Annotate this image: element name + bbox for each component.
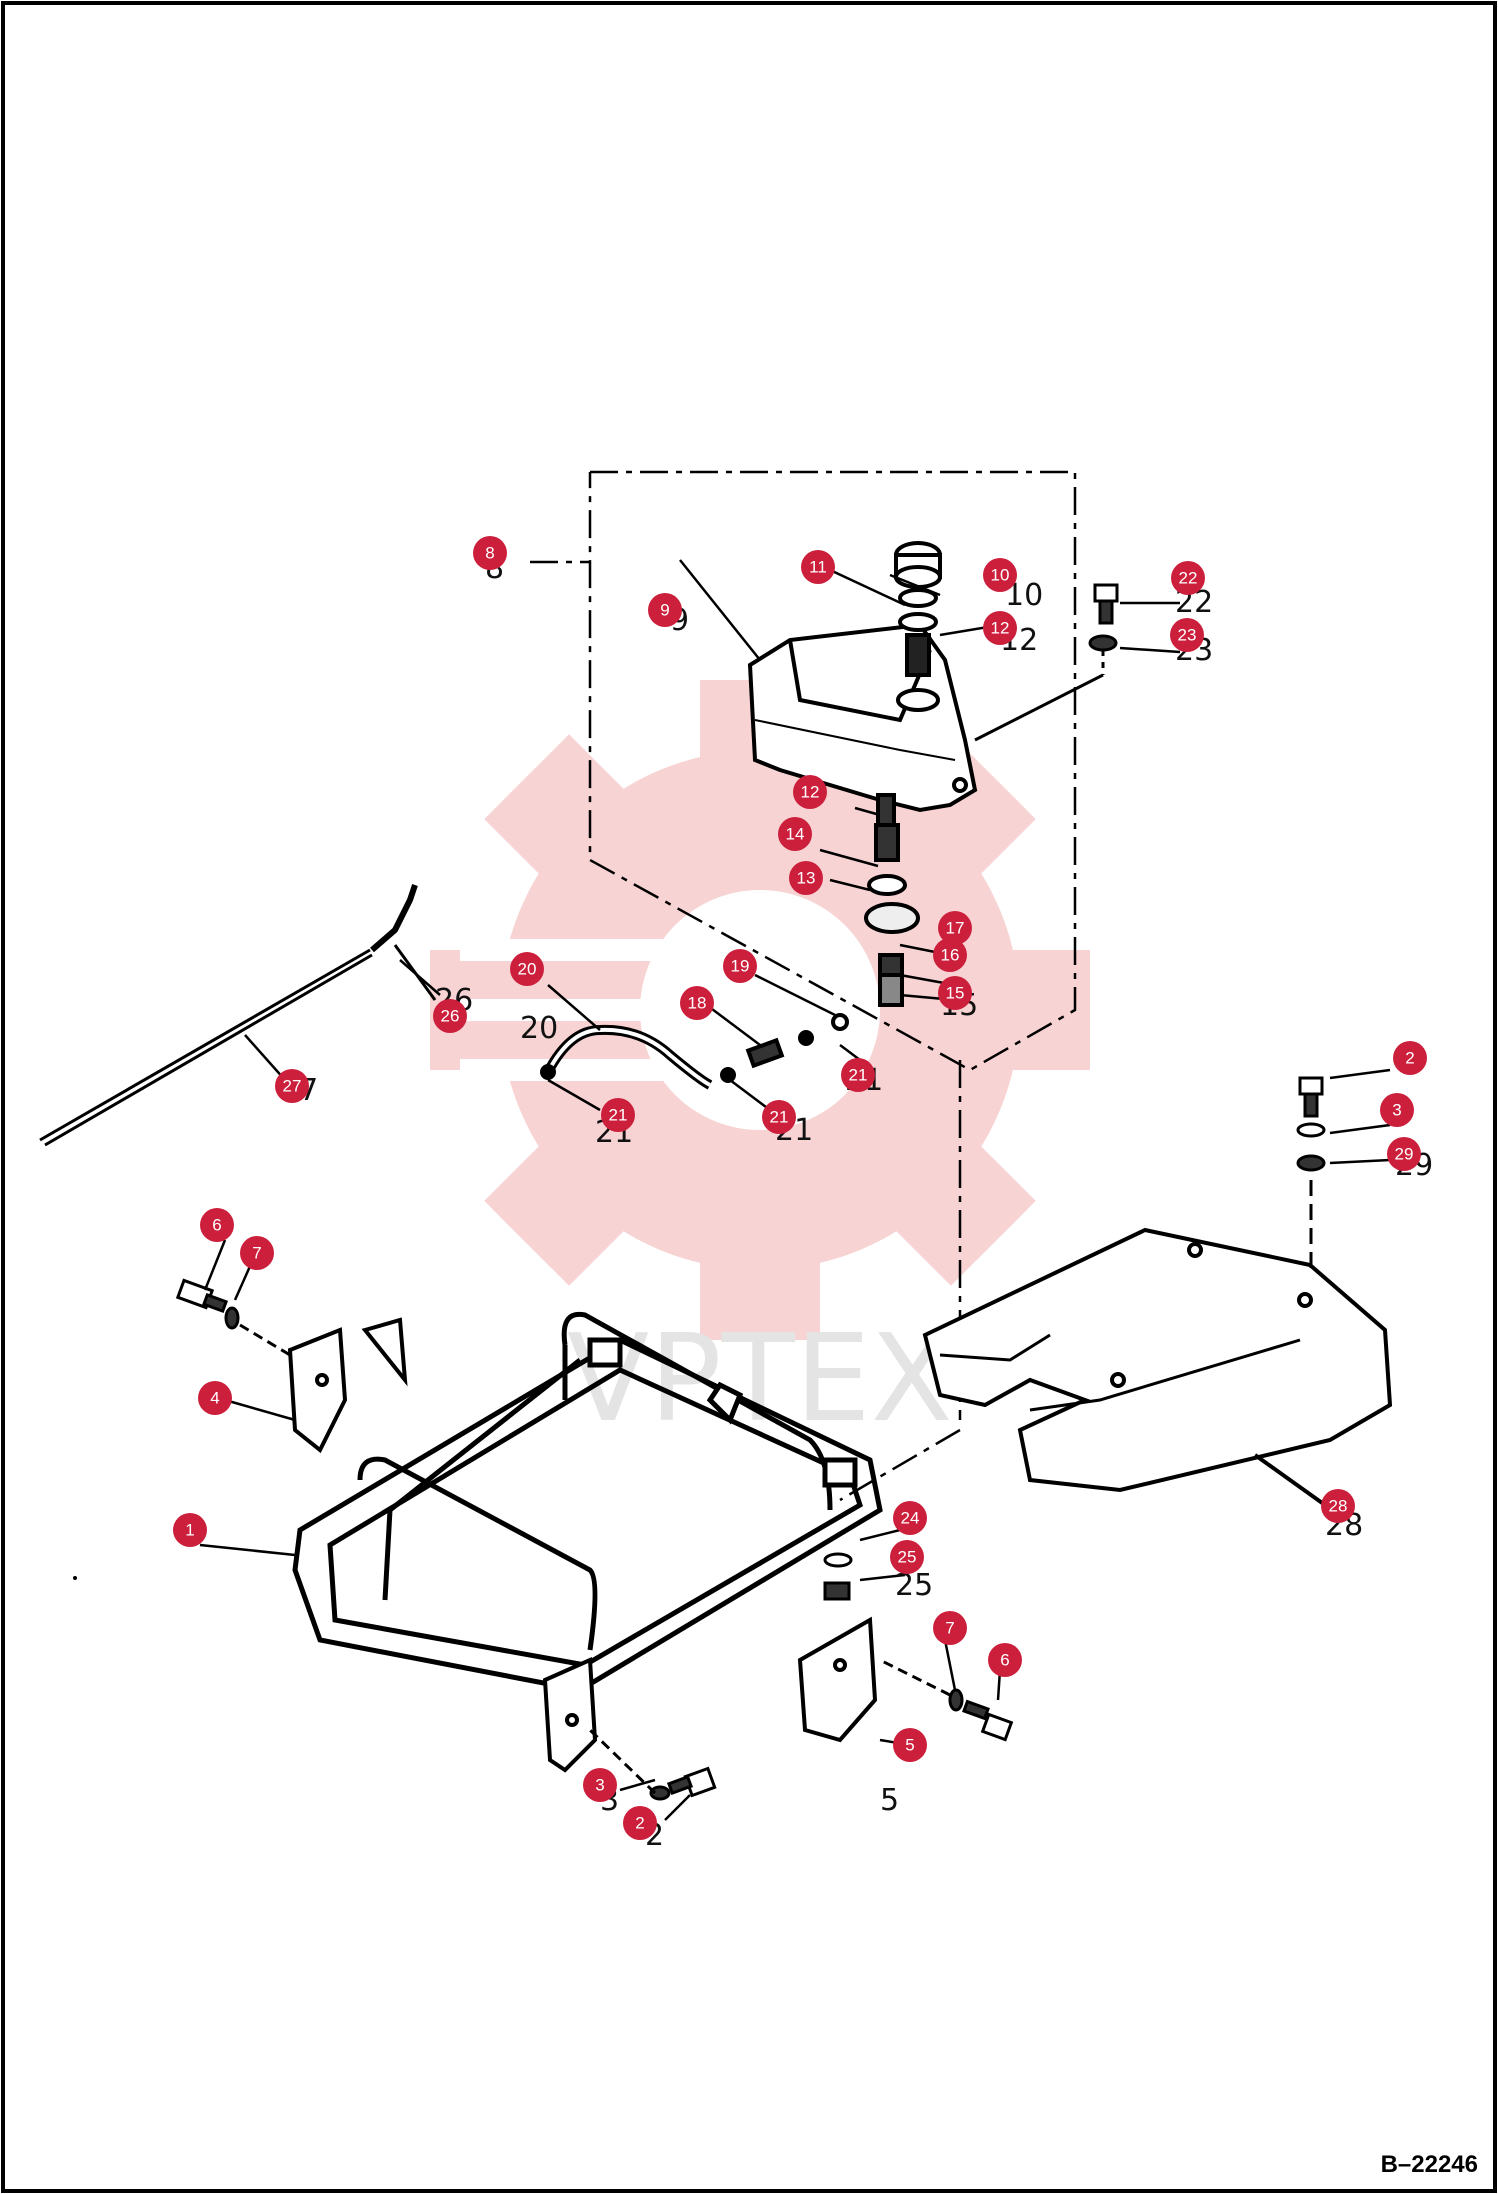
callout-15: 15 xyxy=(938,976,972,1010)
callout-6-left: 6 xyxy=(200,1208,234,1242)
svg-text:12: 12 xyxy=(991,619,1010,638)
callout-11: 11 xyxy=(801,550,835,584)
stray-dot xyxy=(73,1576,77,1580)
svg-text:5: 5 xyxy=(905,1736,914,1755)
callout-21-b: 21 xyxy=(762,1100,796,1134)
callout-5: 5 xyxy=(893,1728,927,1762)
svg-text:3: 3 xyxy=(1392,1101,1401,1120)
svg-text:4: 4 xyxy=(210,1389,219,1408)
svg-text:15: 15 xyxy=(946,984,965,1003)
svg-text:10: 10 xyxy=(991,566,1010,585)
svg-text:6: 6 xyxy=(212,1216,221,1235)
svg-text:22: 22 xyxy=(1179,569,1198,588)
drawing-number: B–22246 xyxy=(1381,2151,1478,2178)
callout-8: 8 xyxy=(473,536,507,570)
svg-text:18: 18 xyxy=(688,994,707,1013)
svg-text:6: 6 xyxy=(1000,1651,1009,1670)
svg-text:25: 25 xyxy=(895,1568,933,1603)
svg-text:5: 5 xyxy=(880,1783,899,1818)
callout-29: 29 xyxy=(1387,1137,1421,1171)
callout-21-c: 21 xyxy=(841,1058,875,1092)
callout-2-right: 2 xyxy=(1393,1041,1427,1075)
seat-frame xyxy=(292,1311,883,1693)
shutoff-valve xyxy=(864,793,920,1007)
callout-27: 27 xyxy=(275,1069,309,1103)
svg-text:27: 27 xyxy=(283,1077,302,1096)
svg-text:9: 9 xyxy=(660,601,669,620)
callout-6-right: 6 xyxy=(988,1643,1022,1677)
callout-21-a: 21 xyxy=(601,1098,635,1132)
svg-text:20: 20 xyxy=(518,960,537,979)
hardware-frame-bolts xyxy=(175,1278,1014,1801)
callout-16: 16 xyxy=(933,938,967,972)
svg-text:23: 23 xyxy=(1178,626,1197,645)
svg-text:3: 3 xyxy=(0,0,5,10)
svg-text:7: 7 xyxy=(252,1244,261,1263)
svg-text:21: 21 xyxy=(849,1066,868,1085)
callout-20: 20 xyxy=(510,952,544,986)
svg-text:25: 25 xyxy=(898,1548,917,1567)
callout-23: 23 xyxy=(1170,618,1204,652)
svg-text:1: 1 xyxy=(185,1521,194,1540)
svg-text:17: 17 xyxy=(946,919,965,938)
svg-text:20: 20 xyxy=(520,1011,558,1046)
callout-12-lower: 12 xyxy=(793,775,827,809)
callout-24: 24 xyxy=(893,1501,927,1535)
svg-text:11: 11 xyxy=(809,558,827,577)
svg-text:26: 26 xyxy=(441,1007,460,1026)
svg-text:3: 3 xyxy=(595,1776,604,1795)
callout-13: 13 xyxy=(789,861,823,895)
callout-7-right: 7 xyxy=(933,1611,967,1645)
svg-text:21: 21 xyxy=(609,1106,628,1125)
svg-text:16: 16 xyxy=(941,946,960,965)
callout-22: 22 xyxy=(1171,561,1205,595)
svg-text:2: 2 xyxy=(635,1814,644,1833)
svg-text:28: 28 xyxy=(1329,1497,1348,1516)
svg-text:21: 21 xyxy=(770,1108,789,1127)
svg-text:24: 24 xyxy=(901,1509,920,1528)
svg-text:13: 13 xyxy=(797,869,816,888)
hardware-seat-bolts xyxy=(1296,1076,1326,1270)
callout-9: 9 xyxy=(648,593,682,627)
callout-12-top: 12 xyxy=(983,611,1017,645)
callout-17: 17 xyxy=(938,911,972,945)
callout-14: 14 xyxy=(778,817,812,851)
svg-text:12: 12 xyxy=(801,783,820,802)
svg-text:2: 2 xyxy=(1405,1049,1414,1068)
svg-text:29: 29 xyxy=(1395,1145,1414,1164)
throttle-cable xyxy=(39,884,437,1147)
callout-25: 25 xyxy=(890,1540,924,1574)
callout-3-right: 3 xyxy=(1380,1093,1414,1127)
callout-19: 19 xyxy=(723,949,757,983)
seat-pan xyxy=(922,1227,1393,1507)
svg-text:14: 14 xyxy=(786,825,805,844)
callout-28: 28 xyxy=(1321,1489,1355,1523)
callout-10: 10 xyxy=(983,558,1017,592)
svg-text:8: 8 xyxy=(485,544,494,563)
callout-markers: 1 2 2 3 3 4 5 6 6 7 7 8 9 10 11 12 12 13… xyxy=(0,0,1427,1840)
callout-1: 1 xyxy=(173,1513,207,1547)
hardware-upper-right xyxy=(974,583,1119,742)
watermark-text: VPTEX xyxy=(567,1310,953,1449)
callout-7-left: 7 xyxy=(240,1236,274,1270)
svg-text:7: 7 xyxy=(945,1619,954,1638)
callout-2-bottom: 2 xyxy=(623,1806,657,1840)
callout-18: 18 xyxy=(680,986,714,1020)
fuel-line xyxy=(540,1013,849,1090)
callout-4: 4 xyxy=(198,1381,232,1415)
leader-lines xyxy=(199,559,1391,1821)
callout-3-bottom: 3 xyxy=(583,1768,617,1802)
svg-text:19: 19 xyxy=(731,957,750,976)
mount-brackets xyxy=(287,1317,878,1773)
callout-26: 26 xyxy=(433,999,467,1033)
